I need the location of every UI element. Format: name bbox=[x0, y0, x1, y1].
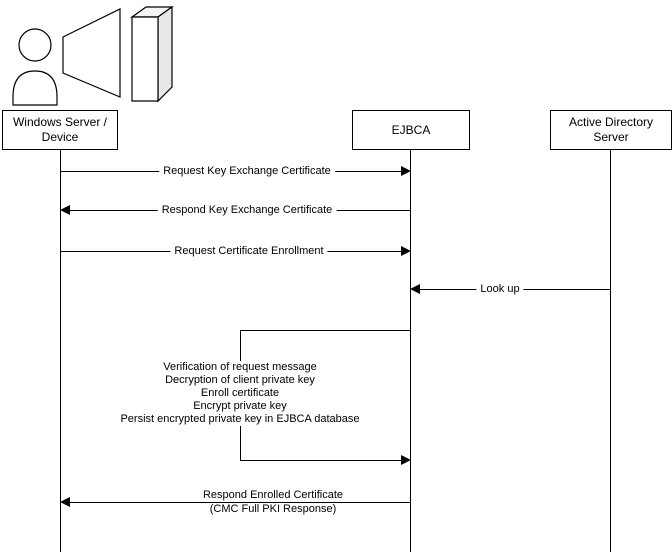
person-body-shape bbox=[12, 70, 58, 106]
projection-beam-shape bbox=[62, 8, 121, 98]
actor-active-directory: Active Directory Server bbox=[550, 110, 672, 150]
person-head-shape bbox=[18, 28, 52, 62]
message-5-label: Respond Enrolled Certificate (CMC Full P… bbox=[202, 489, 344, 515]
self-loop-top-line bbox=[240, 330, 410, 331]
message-1-label: Request Key Exchange Certificate bbox=[159, 164, 335, 178]
screen-front-face bbox=[131, 16, 159, 102]
message-4-label: Look up bbox=[476, 282, 524, 296]
message-2-arrowhead bbox=[60, 205, 70, 215]
presenter-projection-screen-icon bbox=[12, 5, 174, 106]
actor-ejbca: EJBCA bbox=[352, 110, 470, 150]
actor-ejbca-label: EJBCA bbox=[391, 122, 431, 137]
message-4-arrowhead bbox=[410, 284, 420, 294]
self-loop-arrowhead bbox=[401, 455, 411, 465]
actor-windows-server-label: Windows Server / Device bbox=[12, 115, 108, 144]
message-1-arrowhead bbox=[401, 166, 411, 176]
actor-windows-server: Windows Server / Device bbox=[2, 110, 118, 150]
message-2-label: Respond Key Exchange Certificate bbox=[157, 203, 337, 217]
message-3-arrowhead bbox=[401, 246, 411, 256]
self-loop-bottom-line bbox=[240, 460, 401, 461]
lifeline-active-directory bbox=[610, 150, 611, 552]
message-3-label: Request Certificate Enrollment bbox=[170, 244, 328, 258]
message-5-line bbox=[70, 502, 410, 503]
lifeline-windows-server bbox=[60, 150, 61, 552]
screen-side-face bbox=[157, 5, 173, 103]
actor-active-directory-label: Active Directory Server bbox=[568, 115, 654, 144]
message-5-arrowhead bbox=[60, 497, 70, 507]
ejbca-self-process-note: Verification of request message Decrypti… bbox=[108, 361, 372, 426]
lifeline-ejbca bbox=[410, 150, 411, 552]
